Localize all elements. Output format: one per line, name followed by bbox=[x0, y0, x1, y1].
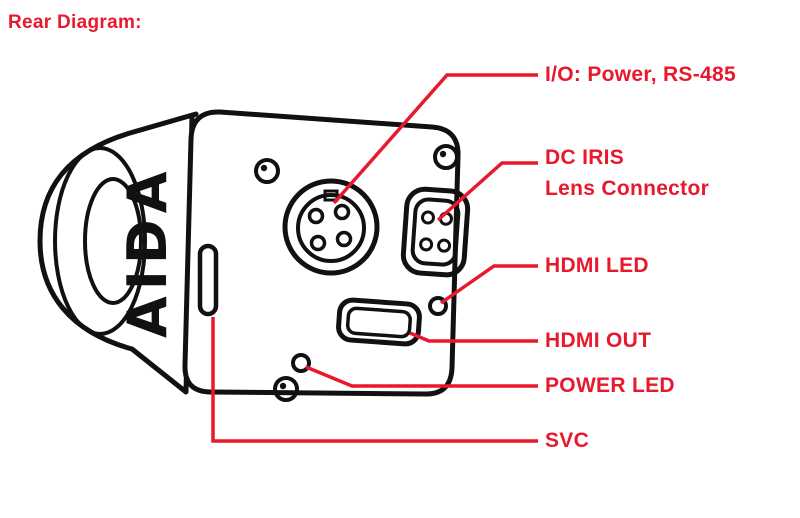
dc-iris-pin-3 bbox=[419, 237, 434, 252]
lens bbox=[53, 146, 147, 336]
panel-screws bbox=[254, 144, 459, 402]
camera-body: AIDA bbox=[37, 109, 461, 397]
screw-top-right-dot bbox=[439, 150, 447, 158]
screw-top-right-icon bbox=[433, 144, 459, 170]
callout-label-hdmi-out: HDMI OUT bbox=[545, 329, 652, 352]
callout-line-svc bbox=[211, 317, 538, 443]
power-led bbox=[291, 353, 311, 373]
io-connector bbox=[282, 178, 380, 276]
screw-top-left-icon bbox=[254, 158, 280, 184]
lens-inner-ring bbox=[83, 177, 143, 305]
callout-line-hdmi-out bbox=[409, 331, 538, 343]
dc-iris-outer bbox=[400, 186, 471, 278]
callout-line-power-led bbox=[305, 365, 538, 388]
hdmi-port bbox=[336, 297, 422, 347]
callout-lines bbox=[211, 73, 538, 443]
aida-logo-text: AIDA bbox=[116, 166, 179, 339]
dc-iris-inner bbox=[410, 197, 461, 267]
hdmi-led bbox=[428, 296, 448, 316]
callout-label-hdmi-led: HDMI LED bbox=[545, 254, 649, 277]
callout-label-power-led: POWER LED bbox=[545, 374, 675, 397]
io-connector-outer bbox=[282, 178, 380, 276]
callout-label-svc: SVC bbox=[545, 429, 590, 452]
callout-label-dc-iris: DC IRIS Lens Connector bbox=[545, 142, 709, 204]
io-pin-3 bbox=[309, 234, 327, 252]
svc-slot bbox=[197, 243, 219, 317]
callout-line-io bbox=[332, 73, 538, 205]
screw-top-left-dot bbox=[260, 164, 268, 172]
rear-panel bbox=[182, 109, 461, 397]
dc-iris-pin-4 bbox=[437, 238, 452, 253]
io-connector-inner bbox=[296, 193, 366, 263]
callout-label-dc-iris-line2: Lens Connector bbox=[545, 177, 710, 200]
callout-label-dc-iris-line1: DC IRIS bbox=[545, 146, 625, 169]
lens-outer-ring bbox=[53, 146, 147, 336]
callout-line-dc-iris bbox=[436, 161, 538, 222]
callout-label-io: I/O: Power, RS-485 bbox=[545, 63, 736, 86]
io-connector-notch bbox=[323, 189, 339, 202]
dc-iris-pin-1 bbox=[420, 210, 435, 225]
screw-bottom-left-icon bbox=[273, 376, 299, 402]
dc-iris-connector bbox=[400, 186, 471, 278]
hdmi-port-inner bbox=[345, 306, 412, 339]
io-pin-1 bbox=[307, 207, 325, 225]
callout-line-hdmi-led bbox=[439, 264, 538, 305]
page-title: Rear Diagram: bbox=[8, 12, 142, 33]
hdmi-port-outer bbox=[336, 297, 422, 347]
screw-bottom-left-dot bbox=[279, 382, 287, 390]
io-pin-4 bbox=[335, 230, 353, 248]
io-pin-2 bbox=[333, 203, 351, 221]
